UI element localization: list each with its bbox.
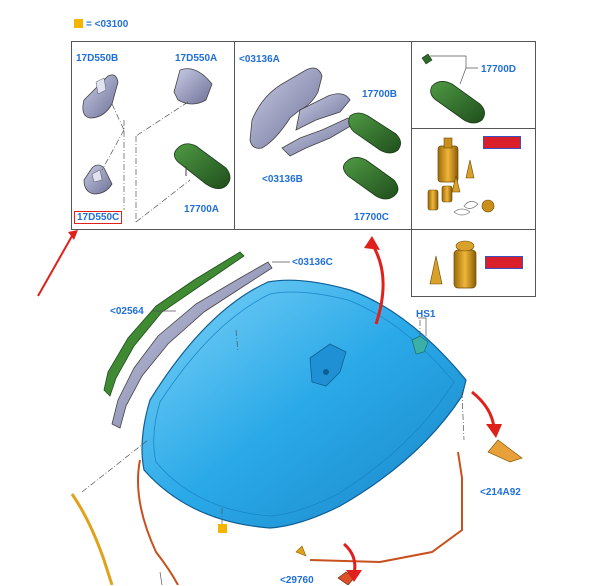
mirror-cover-17d550c [83, 164, 113, 195]
mirror-cover-17d550a [173, 68, 213, 105]
label-29760: <29760 [280, 575, 314, 586]
left-panel-leader-lines [101, 101, 191, 223]
label-214a92: <214A92 [480, 487, 521, 498]
label-redacted-mid: 03100A [483, 136, 521, 149]
label-17700a: 17700A [184, 204, 220, 215]
trim-strip-green-02564 [103, 251, 245, 397]
label-hs1: HS1 [416, 309, 436, 320]
label-03136a: <03136A [239, 54, 280, 65]
bracket-214a92 [487, 439, 523, 463]
label-17d550c: 17D550C [74, 211, 123, 224]
rain-sensor-hs1 [411, 335, 429, 355]
legend-text: = <03100 [86, 19, 129, 30]
mirror-17700b [348, 112, 401, 154]
trim-panel-03136b [281, 117, 355, 157]
windshield-glass [141, 279, 467, 529]
trim-strip-grey-03136c [111, 261, 273, 429]
label-02564: <02564 [110, 306, 144, 317]
mirror-cover-17d550b [82, 74, 119, 119]
trim-panel-03136a [249, 67, 351, 149]
mirror-17700c [343, 157, 399, 200]
adhesive-kit-b [429, 240, 477, 289]
label-03136b: <03136B [262, 174, 303, 185]
adhesive-kit-a [427, 137, 495, 216]
label-17700d: 17700D [481, 64, 517, 75]
lower-seal-yellow [70, 493, 114, 585]
label-17d550b: 17D550B [76, 53, 119, 64]
panel-right-bottom-frame [411, 229, 536, 297]
label-03136c: <03136C [292, 257, 333, 268]
mirror-17700d [421, 53, 485, 124]
label-17700c: 17700C [354, 212, 390, 223]
right-top-leader-lines [430, 55, 478, 85]
windshield-marker [218, 524, 227, 533]
main-solid-leaders [152, 261, 427, 585]
main-leader-lines [81, 320, 465, 528]
label-17700b: 17700B [362, 89, 398, 100]
label-redacted-bottom: 03100B [485, 256, 523, 269]
label-17d550a: 17D550A [175, 53, 218, 64]
legend-swatch [74, 19, 83, 28]
mirror-17700a [174, 143, 231, 189]
red-callout-arrows [37, 230, 502, 582]
